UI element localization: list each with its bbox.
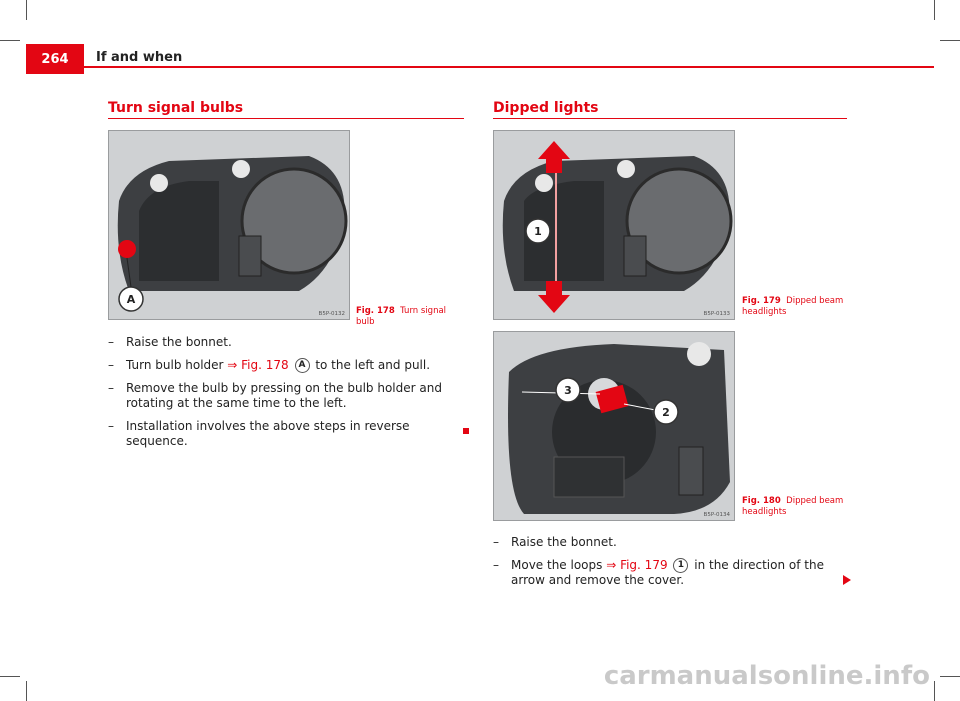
list-dash: –	[108, 335, 114, 349]
figure-code: B5P-0134	[703, 512, 730, 518]
header-divider	[26, 66, 934, 68]
section-end-marker	[463, 428, 469, 434]
crop-mark	[940, 40, 960, 41]
step-text: to the left and pull.	[311, 358, 431, 372]
figure-caption-text: Turn signal bulb	[356, 306, 447, 327]
list-item: – Remove the bulb by pressing on the bul…	[108, 381, 464, 411]
section-divider	[493, 118, 847, 119]
figure-178-caption: Fig. 178 Turn signal bulb	[356, 306, 466, 328]
step-text: Installation involves the above steps in…	[126, 419, 410, 448]
crop-mark	[940, 676, 960, 677]
callout-2-label: 2	[662, 406, 670, 419]
chapter-title: If and when	[96, 50, 183, 65]
crop-mark	[26, 0, 27, 20]
figure-number: Fig. 178	[356, 306, 395, 316]
figure-178-image: A B5P-0132	[108, 130, 350, 320]
list-item: – Move the loops ⇒ Fig. 179 1 in the dir…	[493, 558, 847, 588]
list-dash: –	[108, 358, 114, 372]
figure-180-image: 3 2 B5P-0134	[493, 331, 735, 521]
list-dash: –	[493, 558, 499, 572]
turn-signal-steps: – Raise the bonnet. – Turn bulb holder ⇒…	[108, 335, 464, 457]
list-item: – Turn bulb holder ⇒ Fig. 178 A to the l…	[108, 358, 464, 373]
section-divider	[108, 118, 464, 119]
figure-number: Fig. 180	[742, 496, 781, 506]
step-text: Turn bulb holder	[126, 358, 228, 372]
callout-badge: A	[294, 358, 310, 373]
page-number: 264	[26, 44, 84, 74]
step-text: Raise the bonnet.	[126, 335, 232, 349]
step-text: Remove the bulb by pressing on the bulb …	[126, 381, 442, 410]
section-title-dipped-lights: Dipped lights	[493, 100, 599, 116]
figure-code: B5P-0132	[318, 311, 345, 317]
figure-code: B5P-0133	[703, 311, 730, 317]
section-title-turn-signal: Turn signal bulbs	[108, 100, 244, 116]
step-text: Raise the bonnet.	[511, 535, 617, 549]
crop-mark	[0, 40, 20, 41]
list-item: – Installation involves the above steps …	[108, 419, 464, 449]
callout-3-label: 3	[564, 384, 572, 397]
callout-a-label: A	[127, 293, 136, 306]
figure-caption-text: Dipped beam headlights	[742, 496, 844, 517]
figure-link[interactable]: ⇒ Fig. 178	[227, 358, 289, 372]
figure-link[interactable]: ⇒ Fig. 179	[606, 558, 668, 572]
dipped-lights-steps: – Raise the bonnet. – Move the loops ⇒ F…	[493, 535, 847, 596]
crop-mark	[0, 676, 20, 677]
watermark: carmanualsonline.info	[603, 661, 930, 691]
list-dash: –	[108, 381, 114, 395]
figure-caption-text: Dipped beam headlights	[742, 296, 844, 317]
crop-mark	[934, 0, 935, 20]
step-text: in the direction of the arrow and remove…	[511, 558, 824, 587]
list-item: – Raise the bonnet.	[108, 335, 464, 350]
callout-badge: 1	[673, 558, 689, 573]
list-dash: –	[493, 535, 499, 549]
figure-180-caption: Fig. 180 Dipped beam headlights	[742, 496, 847, 518]
crop-mark	[26, 681, 27, 701]
list-dash: –	[108, 419, 114, 433]
figure-number: Fig. 179	[742, 296, 781, 306]
crop-mark	[934, 681, 935, 701]
figure-179-caption: Fig. 179 Dipped beam headlights	[742, 296, 847, 318]
list-item: – Raise the bonnet.	[493, 535, 847, 550]
step-text: Move the loops	[511, 558, 607, 572]
callout-1-label: 1	[534, 225, 542, 238]
figure-179-image: 1 B5P-0133	[493, 130, 735, 320]
continue-arrow-icon	[843, 575, 851, 585]
